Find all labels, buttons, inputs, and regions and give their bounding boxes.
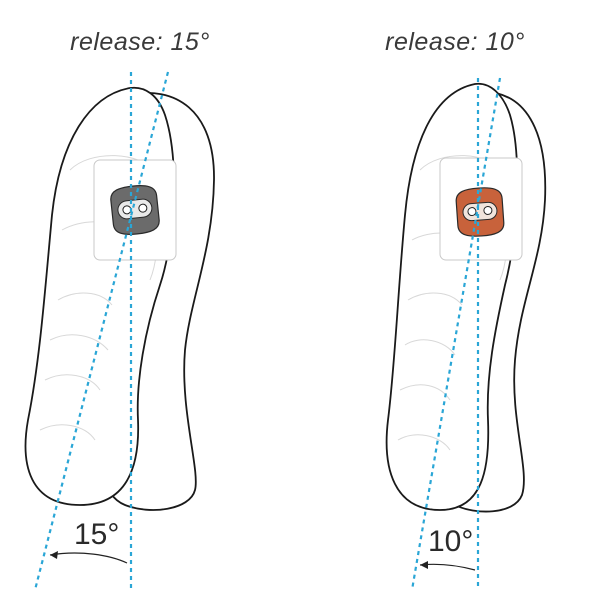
angle-label: 10° — [428, 525, 474, 558]
release-title: release: 15° — [70, 28, 210, 56]
angle-label: 15° — [74, 518, 120, 551]
release-axis-line — [410, 77, 502, 591]
release-title: release: 10° — [385, 28, 525, 56]
release-axis-line — [33, 71, 170, 591]
angle-arc — [419, 563, 476, 571]
arc-arrowhead-icon — [50, 551, 58, 559]
arc-arrowhead-icon — [420, 561, 428, 569]
panel-release-10: release: 10° 10° — [300, 0, 600, 614]
cleat-icon — [110, 185, 160, 235]
angle-arc — [49, 552, 128, 564]
shoe-sole-illustration — [24, 71, 215, 591]
shoe-sole-illustration — [385, 77, 547, 591]
cleat-icon — [455, 187, 505, 237]
panel-release-15: release: 15° 15° — [24, 28, 215, 591]
